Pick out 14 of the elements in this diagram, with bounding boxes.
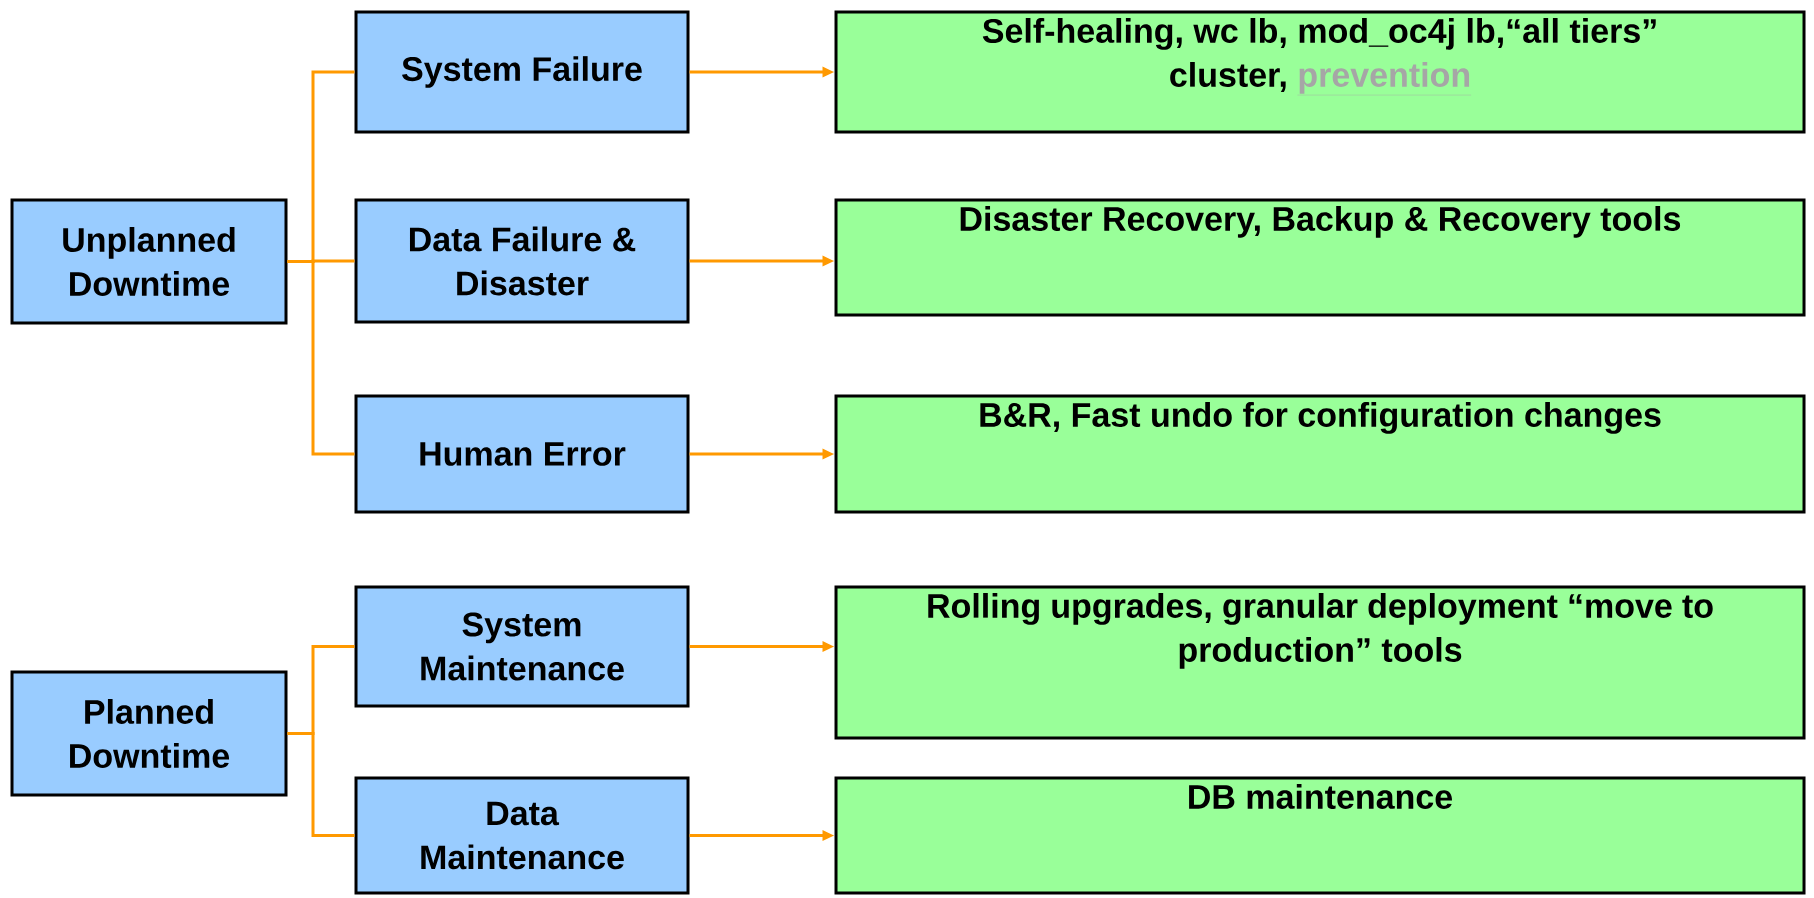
solution-box: B&R, Fast undo for configuration changes bbox=[834, 394, 1806, 514]
bracket-line bbox=[287, 260, 355, 456]
cause-box: System Maintenance bbox=[354, 585, 690, 708]
solution-box: Rolling upgrades, granular deployment “move to production” tools bbox=[834, 585, 1806, 740]
cause-box: Human Error bbox=[354, 394, 690, 514]
cause-box: Data Maintenance bbox=[354, 776, 690, 895]
solution-box: Disaster Recovery, Backup & Recovery tools bbox=[834, 198, 1806, 317]
category-box: Unplanned Downtime bbox=[10, 198, 288, 325]
bracket-line bbox=[287, 732, 355, 837]
category-box: Planned Downtime bbox=[10, 670, 288, 797]
solution-box: Self-healing, wc lb, mod_oc4j lb,“all tiers” cluster, prevention bbox=[834, 10, 1806, 134]
cause-box: System Failure bbox=[354, 10, 690, 134]
solution-box: DB maintenance bbox=[834, 776, 1806, 895]
cause-box: Data Failure & Disaster bbox=[354, 198, 690, 324]
